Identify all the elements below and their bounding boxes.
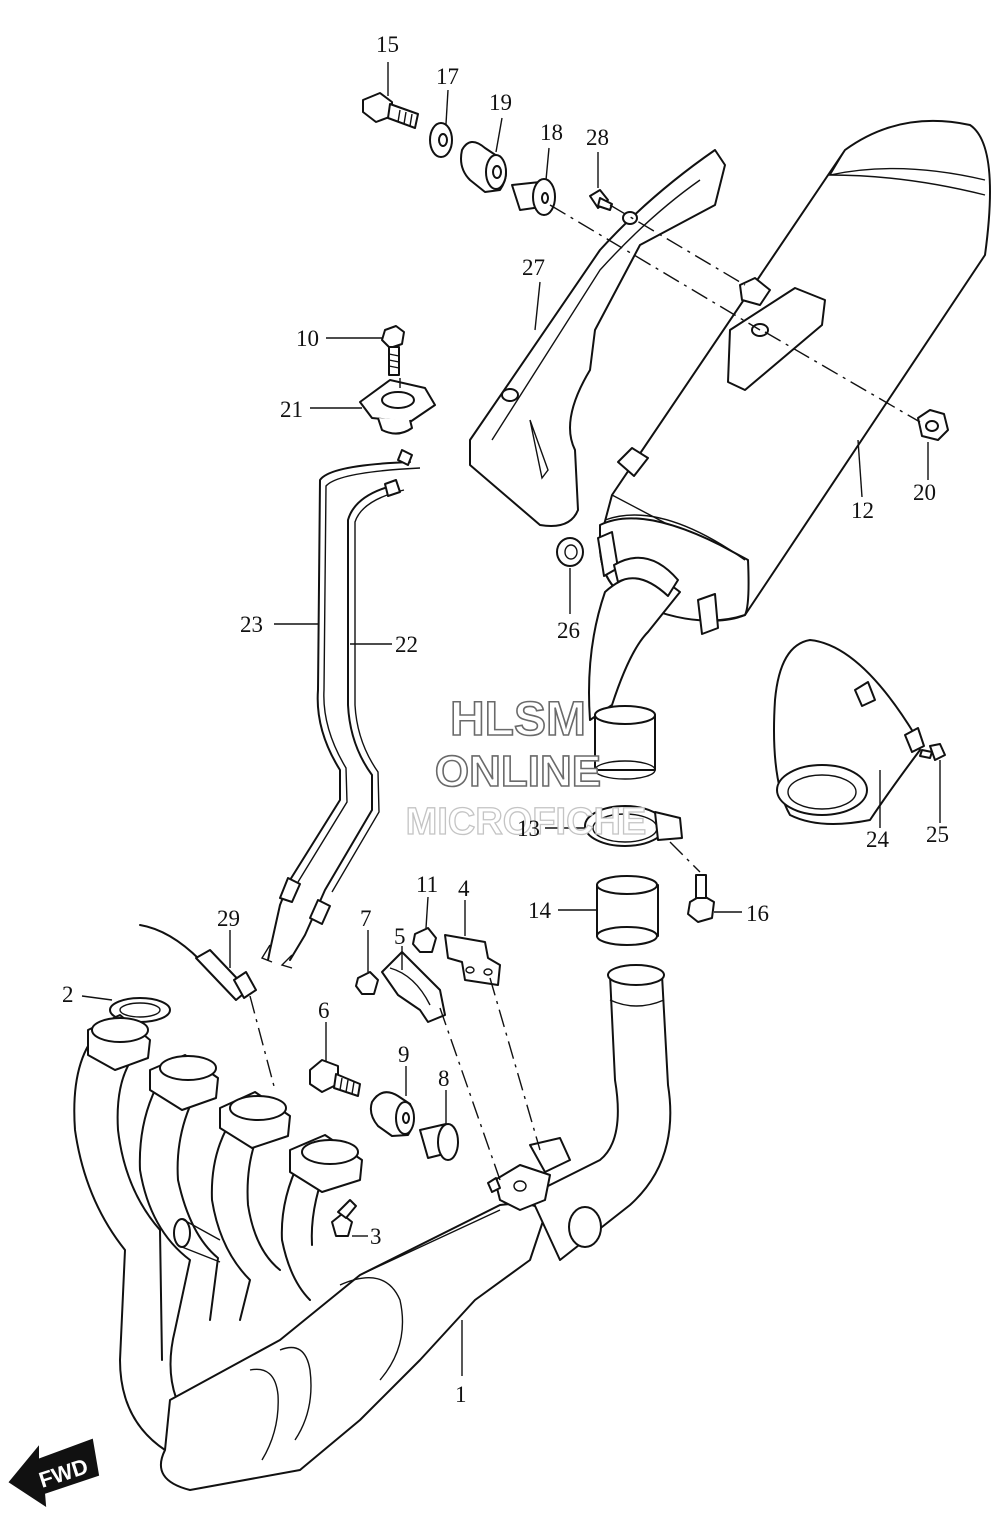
callout-29: 29	[217, 906, 240, 931]
cable-part-23[interactable]	[260, 461, 421, 963]
bracket-part-4[interactable]	[444, 934, 501, 986]
oxygen-sensor-part-29[interactable]	[139, 924, 257, 1001]
callout-10: 10	[296, 326, 319, 351]
assembly-lines	[249, 204, 921, 1181]
collar-part-8[interactable]	[419, 1123, 459, 1161]
callout-20: 20	[913, 480, 936, 505]
bolt-part-16[interactable]	[687, 874, 715, 923]
callout-3: 3	[370, 1224, 382, 1249]
callout-27: 27	[522, 255, 545, 280]
bolt-part-6[interactable]	[309, 1059, 361, 1097]
watermark-line-1: HLSM	[450, 693, 586, 746]
screw-part-25[interactable]	[919, 743, 946, 761]
end-cap-part-24[interactable]	[773, 639, 925, 825]
callout-15: 15	[376, 32, 399, 57]
cable-part-22[interactable]	[280, 449, 413, 969]
callout-9: 9	[398, 1042, 410, 1067]
callout-19: 19	[489, 90, 512, 115]
watermark-line-2: ONLINE	[435, 747, 601, 796]
callout-24: 24	[866, 827, 890, 852]
callout-7: 7	[360, 906, 372, 931]
bolt-part-10[interactable]	[381, 325, 405, 376]
nut-part-20[interactable]	[917, 409, 949, 441]
callout-labels: 15 17 19 18 28 27 10 21 20 12 26 23 22 1…	[62, 32, 949, 1407]
callout-6: 6	[318, 998, 330, 1023]
grommet-part-9[interactable]	[369, 1091, 415, 1137]
clamp-part-5[interactable]	[381, 951, 446, 1023]
callout-18: 18	[540, 120, 563, 145]
nut-part-7[interactable]	[355, 971, 379, 995]
callout-8: 8	[438, 1066, 450, 1091]
leader-lines	[81, 62, 941, 1376]
callout-11: 11	[416, 872, 438, 897]
callout-22: 22	[395, 632, 418, 657]
washer-part-17[interactable]	[429, 122, 453, 158]
bolt-part-15[interactable]	[362, 92, 419, 129]
fwd-direction-marker: FWD	[8, 1438, 100, 1507]
callout-28: 28	[586, 125, 609, 150]
watermark: HLSM ONLINE MICROFICHE	[405, 692, 647, 843]
callout-5: 5	[394, 924, 406, 949]
callout-21: 21	[280, 397, 303, 422]
heat-shield-part-27[interactable]	[469, 149, 726, 527]
callout-25: 25	[926, 822, 949, 847]
callout-26: 26	[557, 618, 580, 643]
muffler-part-12[interactable]	[588, 119, 991, 780]
callout-17: 17	[436, 64, 459, 89]
gasket-part-14[interactable]	[596, 875, 659, 946]
callout-23: 23	[240, 612, 263, 637]
callout-1: 1	[455, 1382, 467, 1407]
nut-part-11[interactable]	[412, 927, 437, 953]
callout-16: 16	[746, 901, 769, 926]
callout-12: 12	[851, 498, 874, 523]
collar-part-18[interactable]	[511, 178, 556, 216]
screw-part-28[interactable]	[589, 189, 613, 211]
watermark-line-3: MICROFICHE	[406, 801, 647, 843]
grommet-part-19[interactable]	[460, 141, 507, 193]
fwd-arrow-icon	[8, 1438, 100, 1507]
callout-14: 14	[528, 898, 552, 923]
grommet-part-26[interactable]	[556, 537, 584, 567]
callout-4: 4	[458, 876, 470, 901]
callout-2: 2	[62, 982, 74, 1007]
clamp-part-13[interactable]	[584, 805, 683, 847]
callout-13: 13	[517, 816, 540, 841]
mount-rubber-part-21[interactable]	[359, 379, 436, 435]
bolt-part-3[interactable]	[331, 1199, 357, 1237]
exhaust-pipe-part-1[interactable]	[73, 964, 672, 1491]
